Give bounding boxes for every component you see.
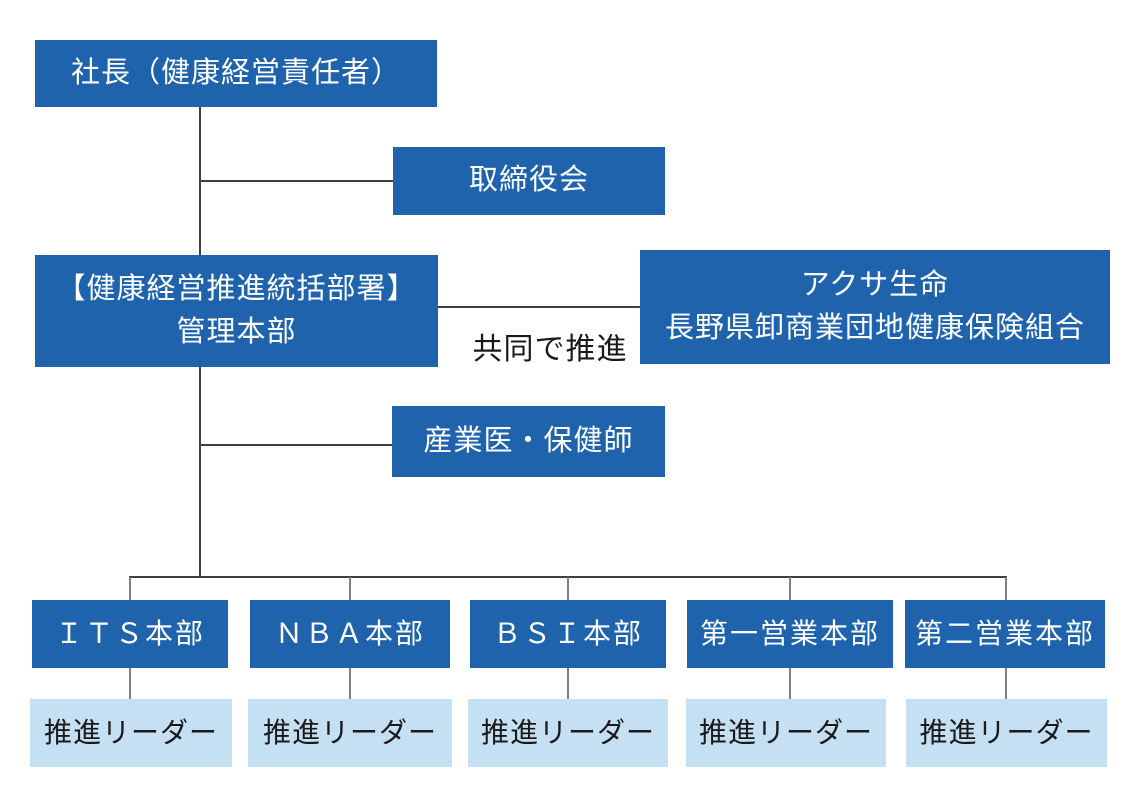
connector-stub-division-1 [129,577,131,600]
node-division-its: ＩＴＳ本部 [32,600,228,668]
promotion-dept-line2: 管理本部 [176,316,297,348]
node-leader-sales2: 推進リーダー [906,699,1107,767]
node-promotion-dept: 【健康経営推進統括部署】 管理本部 [35,255,438,367]
node-board: 取締役会 [393,147,665,215]
node-division-sales1: 第一営業本部 [687,600,893,668]
connector-stub-leader-2 [349,668,351,699]
partner-line2: 長野県卸商業団地健康保険組合 [664,312,1085,344]
connector-branch-to-board [199,180,393,182]
connector-stub-leader-4 [789,668,791,699]
connector-stub-division-5 [1005,577,1007,600]
connector-stub-leader-3 [567,668,569,699]
joint-promotion-label: 共同で推進 [472,333,628,366]
connector-dept-down [199,367,201,578]
node-leader-nba: 推進リーダー [248,699,452,767]
connector-stub-division-4 [789,577,791,600]
promotion-dept-line1: 【健康経営推進統括部署】 [56,272,417,305]
node-division-sales2: 第二営業本部 [905,600,1105,668]
node-leader-its: 推進リーダー [30,699,232,767]
node-partner: アクサ生命 長野県卸商業団地健康保険組合 [640,250,1110,364]
node-leader-sales1: 推進リーダー [686,699,886,767]
partner-line1: アクサ生命 [800,268,950,301]
node-division-nba: ＮＢＡ本部 [250,600,450,668]
connector-branch-to-doctor [199,444,392,446]
node-occupational-health: 産業医・保健師 [392,406,665,477]
node-president: 社長（健康経営責任者） [35,40,437,107]
connector-dept-to-partner [438,306,640,308]
connector-stub-division-3 [567,577,569,600]
node-leader-bsi: 推進リーダー [468,699,668,767]
connector-stub-leader-1 [129,668,131,699]
connector-stub-division-2 [349,577,351,600]
node-division-bsi: ＢＳＩ本部 [470,600,666,668]
connector-stub-leader-5 [1005,668,1007,699]
